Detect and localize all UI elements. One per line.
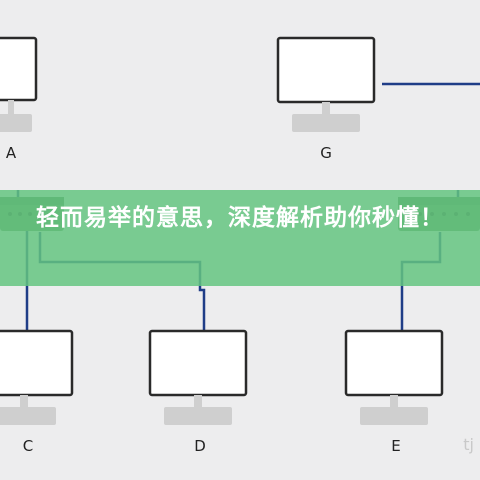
monitor-g-icon <box>276 36 376 132</box>
monitor-e-icon <box>344 329 444 425</box>
banner-title-text: 轻而易举的意思，深度解析助你秒懂！ <box>36 205 444 231</box>
watermark-logo: tj <box>463 435 474 454</box>
node-label-a: A <box>5 144 17 162</box>
banner-title: 轻而易举的意思，深度解析助你秒懂！ <box>0 200 480 236</box>
monitor-c-icon <box>0 329 74 425</box>
node-label-c: C <box>22 437 34 455</box>
monitor-a-icon <box>0 36 38 132</box>
node-label-d: D <box>194 437 206 455</box>
title-banner <box>0 190 480 286</box>
node-label-e: E <box>391 437 401 455</box>
node-label-g: G <box>320 144 332 162</box>
monitor-d-icon <box>148 329 248 425</box>
